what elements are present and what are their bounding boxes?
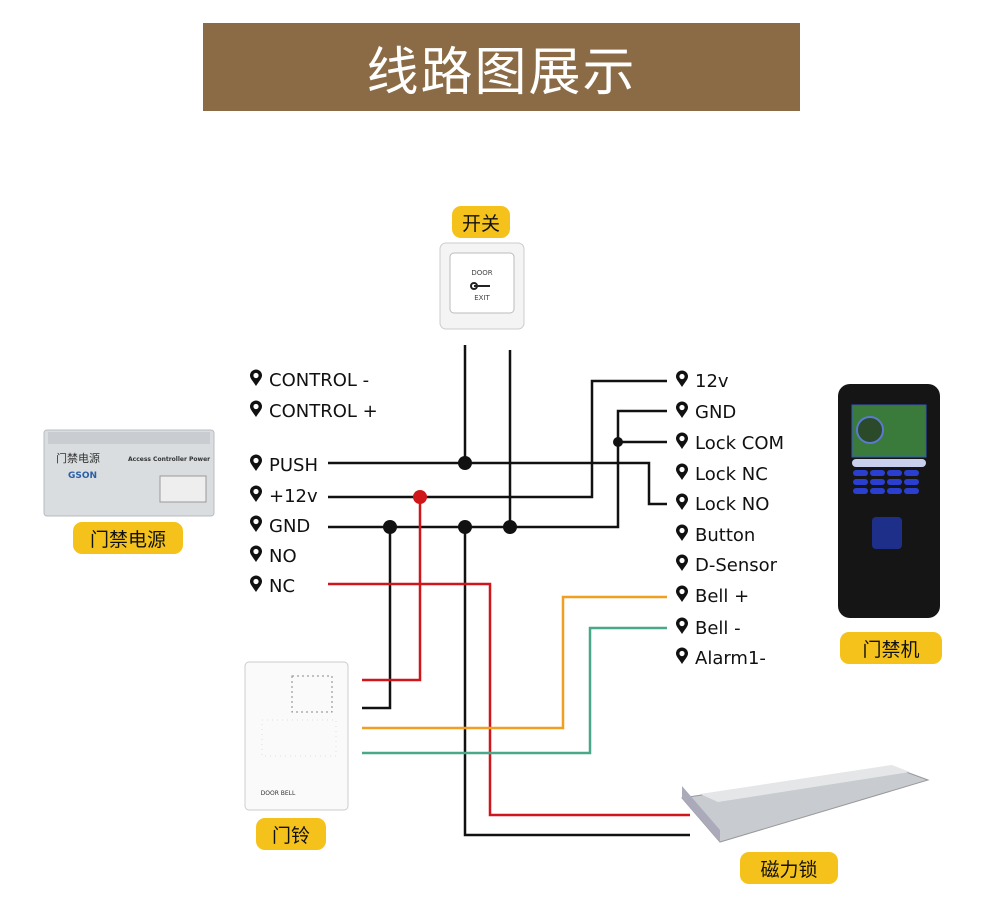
access-controller-device <box>838 384 940 618</box>
wire-12v <box>328 379 667 499</box>
terminal-pin: Button <box>675 524 755 547</box>
wire-gnd <box>328 409 667 529</box>
power-label: 门禁电源 <box>73 522 183 554</box>
wire-bell-minus <box>362 626 667 755</box>
pin-icon <box>249 485 263 508</box>
svg-text:DOOR BELL: DOOR BELL <box>261 790 296 797</box>
pin-label: Lock COM <box>695 433 785 454</box>
page-title: 线路图展示 <box>203 23 800 111</box>
pin-icon <box>675 524 689 547</box>
terminal-pin: Bell + <box>675 585 749 608</box>
pin-label: 12v <box>695 371 729 392</box>
pin-label: D-Sensor <box>695 555 778 576</box>
maglock-label: 磁力锁 <box>740 852 838 884</box>
pin-icon <box>675 401 689 424</box>
wire-bell-gnd <box>362 527 392 710</box>
controller-label: 门禁机 <box>840 632 942 664</box>
terminal-pin: Bell - <box>675 617 741 640</box>
pin-label: Button <box>695 525 756 546</box>
pin-label: +12v <box>269 486 318 507</box>
pin-label: Alarm1- <box>695 648 766 669</box>
pin-label: Lock NC <box>695 464 768 485</box>
terminal-pin: GND <box>675 401 736 424</box>
pin-icon <box>249 515 263 538</box>
pin-label: Lock NO <box>695 494 770 515</box>
pin-icon <box>249 400 263 423</box>
pin-icon <box>249 575 263 598</box>
pin-label: Bell + <box>695 586 750 607</box>
svg-text:GSON: GSON <box>68 471 97 481</box>
terminal-pin: D-Sensor <box>675 554 777 577</box>
terminal-pin: 12v <box>675 370 729 393</box>
terminal-pin: NC <box>249 575 295 598</box>
pin-label: Bell - <box>695 618 741 639</box>
terminal-pin: Lock NO <box>675 493 769 516</box>
terminal-pin: PUSH <box>249 454 318 477</box>
pin-icon <box>675 463 689 486</box>
pin-label: NO <box>269 546 297 567</box>
power-supply-device: 门禁电源 GSON Access Controller Power <box>43 429 215 517</box>
pin-label: GND <box>695 402 737 423</box>
pin-icon <box>249 454 263 477</box>
pin-label: GND <box>269 516 311 537</box>
svg-text:EXIT: EXIT <box>474 294 490 302</box>
doorbell-device: DOOR BELL <box>244 661 349 811</box>
svg-text:DOOR: DOOR <box>471 269 492 277</box>
wire-bell-12v <box>362 497 422 682</box>
terminal-pin: CONTROL - <box>249 369 369 392</box>
pin-icon <box>249 369 263 392</box>
wire-lock-gnd <box>463 527 690 837</box>
svg-text:门禁电源: 门禁电源 <box>56 451 100 465</box>
pin-icon <box>675 647 689 670</box>
junction <box>613 437 623 447</box>
pin-label: CONTROL + <box>269 401 378 422</box>
pin-icon <box>675 432 689 455</box>
terminal-pin: +12v <box>249 485 318 508</box>
junction <box>383 520 397 534</box>
switch-label: 开关 <box>452 206 510 238</box>
doorbell-label: 门铃 <box>256 818 326 850</box>
maglock-device <box>681 765 930 843</box>
pin-icon <box>675 493 689 516</box>
pin-label: CONTROL - <box>269 370 370 391</box>
terminal-pin: NO <box>249 545 297 568</box>
terminal-pin: GND <box>249 515 310 538</box>
junction <box>458 520 472 534</box>
svg-text:Access Controller Power: Access Controller Power <box>128 456 210 463</box>
wire-push <box>328 461 667 506</box>
pin-icon <box>675 370 689 393</box>
pin-icon <box>249 545 263 568</box>
wire-nc <box>328 582 690 817</box>
terminal-pin: Lock NC <box>675 463 768 486</box>
exit-switch-device: DOOR EXIT <box>439 242 525 330</box>
wire-bell-plus <box>362 595 667 730</box>
terminal-pin: Alarm1- <box>675 647 766 670</box>
junction <box>503 520 517 534</box>
terminal-pin: CONTROL + <box>249 400 378 423</box>
pin-icon <box>675 585 689 608</box>
pin-label: NC <box>269 576 296 597</box>
terminal-pin: Lock COM <box>675 432 784 455</box>
junction-red <box>413 490 427 504</box>
pin-icon <box>675 554 689 577</box>
pin-icon <box>675 617 689 640</box>
pin-label: PUSH <box>269 455 318 476</box>
junction <box>458 456 472 470</box>
